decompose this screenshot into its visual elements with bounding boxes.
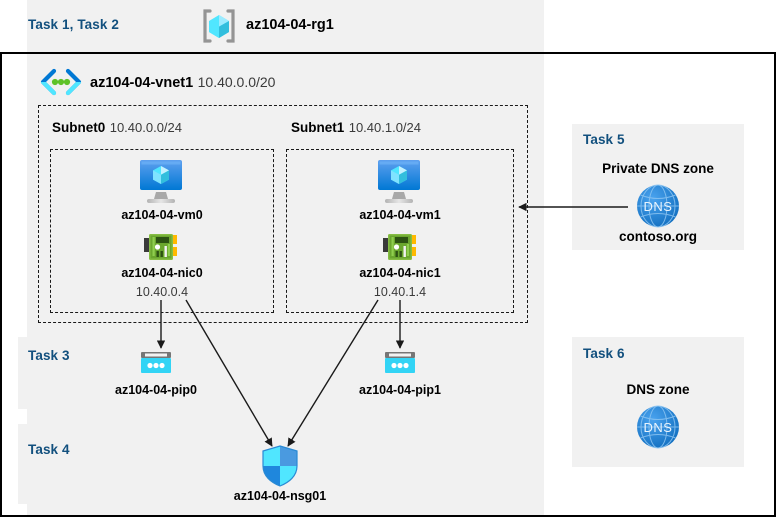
virtual-machine-icon-vm1: [370, 156, 428, 206]
nic0-label: az104-04-nic0: [121, 266, 203, 280]
pip1-label: az104-04-pip1: [359, 383, 441, 397]
nic1-ip: 10.40.1.4: [373, 285, 427, 299]
virtual-network-icon: [38, 68, 84, 96]
subnet1-header: Subnet1 10.40.1.0/24: [291, 119, 421, 137]
subnet0-box: [50, 149, 274, 313]
task-label-5: Task 5: [583, 132, 625, 147]
task-label-6: Task 6: [583, 346, 625, 361]
vm0-label: az104-04-vm0: [121, 208, 203, 222]
network-interface-icon-nic1: [382, 232, 418, 264]
task-label-1-2: Task 1, Task 2: [28, 17, 119, 32]
subnets-container: [38, 105, 528, 323]
subnet1-name: Subnet1: [291, 120, 345, 135]
task3-panel: [18, 337, 544, 409]
subnet0-name: Subnet0: [52, 120, 106, 135]
lab-boundary-box: [0, 52, 776, 517]
resource-group-name: az104-04-rg1: [246, 17, 334, 33]
dns-zone-title: DNS zone: [626, 382, 690, 397]
vnet-name: az104-04-vnet1: [90, 75, 194, 91]
virtual-machine-icon-vm0: [132, 156, 190, 206]
header-left-gutter: [0, 0, 27, 52]
subnet0-cidr: 10.40.0.0/24: [109, 120, 183, 135]
resource-group-icon: [198, 6, 240, 46]
nsg-label: az104-04-nsg01: [233, 489, 327, 503]
pip0-label: az104-04-pip0: [115, 383, 197, 397]
network-security-group-icon: [259, 444, 301, 488]
task-label-3: Task 3: [28, 348, 70, 363]
vnet-cidr: 10.40.0.0/20: [197, 74, 276, 90]
network-interface-icon-nic0: [143, 232, 179, 264]
private-dns-zone-name: contoso.org: [619, 229, 697, 244]
svg-text:DNS: DNS: [644, 199, 673, 214]
header-right-gutter: [544, 0, 776, 52]
vnet-header: az104-04-vnet1 10.40.0.0/20: [90, 74, 275, 92]
nic0-ip: 10.40.0.4: [135, 285, 189, 299]
public-ip-address-icon-pip0: [139, 350, 173, 376]
public-ip-address-icon-pip1: [383, 350, 417, 376]
private-dns-zone-title: Private DNS zone: [602, 161, 714, 176]
nic1-label: az104-04-nic1: [359, 266, 441, 280]
task-label-4: Task 4: [28, 442, 70, 457]
vm1-label: az104-04-vm1: [359, 208, 441, 222]
dns-zone-icon-public: DNS: [630, 404, 686, 450]
subnet1-cidr: 10.40.1.0/24: [348, 120, 422, 135]
subnet0-header: Subnet0 10.40.0.0/24: [52, 119, 182, 137]
dns-zone-icon-private: DNS: [630, 183, 686, 229]
svg-text:DNS: DNS: [644, 420, 673, 435]
